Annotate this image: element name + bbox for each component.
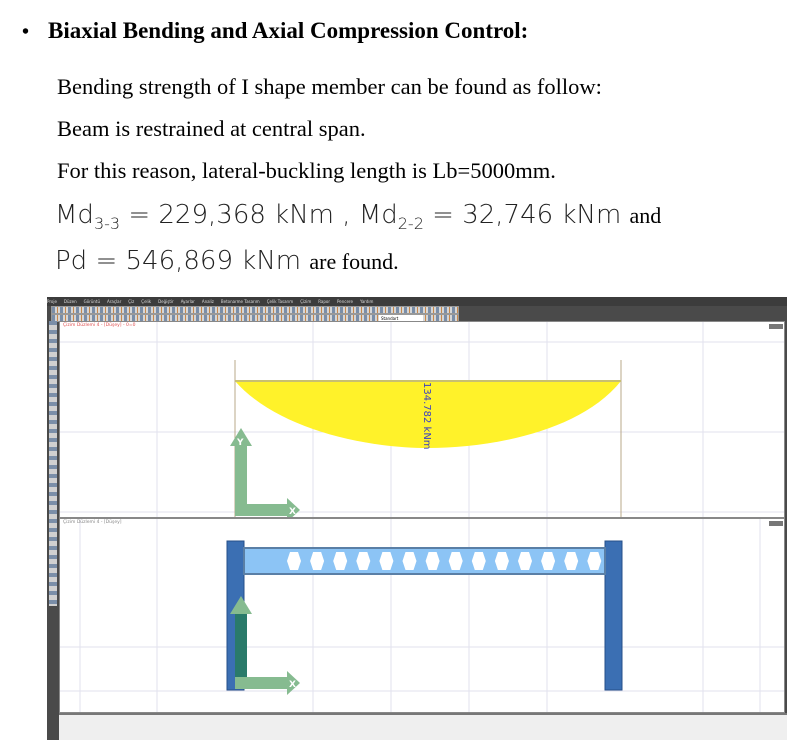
menu-item[interactable]: Rapor <box>318 299 330 304</box>
md33-value: = 229,368 kNm , <box>128 200 351 230</box>
menu-bar: Proje Düzen Görüntü Araçlar Çiz Çelik Değiştir… <box>47 297 787 306</box>
paragraph-restrained: Beam is restrained at central span. <box>57 116 366 141</box>
menu-item[interactable]: Düzen <box>63 299 77 304</box>
frame-view: X <box>60 519 784 712</box>
beam-opening <box>379 552 394 570</box>
style-combo[interactable]: Standart <box>379 315 423 322</box>
beam-opening <box>333 552 348 570</box>
moment-fill <box>235 381 621 448</box>
software-screenshot: Proje Düzen Görüntü Araçlar Çiz Çelik Değiştir… <box>47 297 787 740</box>
found-text: are found. <box>309 249 399 274</box>
left-toolbar <box>49 321 57 606</box>
menu-item[interactable]: Değiştir <box>158 299 174 304</box>
axis-x-label: X <box>289 680 296 690</box>
beam-opening <box>402 552 417 570</box>
top-viewport[interactable]: 134.782 kNm Y X Çizim Düzlemi 4 - [Düşey… <box>59 321 785 518</box>
math-moments: Md3-3 = 229,368 kNm , Md2-2 = 32,746 kNm… <box>55 200 661 233</box>
menu-item[interactable]: Araçlar <box>107 299 122 304</box>
beam-opening <box>471 552 486 570</box>
beam-opening <box>425 552 440 570</box>
math-axial: Pd = 546,869 kNm are found. <box>55 246 399 276</box>
view-window-buttons[interactable] <box>769 324 783 329</box>
menu-item[interactable]: Pencere <box>337 299 353 304</box>
menu-item[interactable]: Yardım <box>359 299 374 304</box>
md22-label: Md <box>358 200 398 230</box>
and-text: and <box>629 203 662 228</box>
moment-diagram: 134.782 kNm Y X <box>60 322 784 517</box>
menu-item[interactable]: Analiz <box>201 299 214 304</box>
moment-label: 134.782 kNm <box>421 382 432 450</box>
heading-text: Biaxial Bending and Axial Compression Co… <box>48 18 529 43</box>
right-column <box>604 540 623 691</box>
axis-icon: Y X <box>230 428 300 517</box>
axis-y-label: Y <box>236 438 244 448</box>
menu-item[interactable]: Çelik <box>141 299 152 304</box>
md22-value: = 32,746 kNm <box>432 200 622 230</box>
top-view-label: Çizim Düzlemi 4 - [Düşey] - 0=0 <box>63 323 136 328</box>
bottom-view-label: Çizim Düzlemi 4 - [Düşey] <box>63 520 122 525</box>
md33-label: Md <box>55 200 94 230</box>
paragraph-buckling-length: For this reason, lateral-buckling length… <box>57 158 556 183</box>
axis-x-label: X <box>289 507 296 517</box>
beam-opening <box>494 552 509 570</box>
pd-value: Pd = 546,869 kNm <box>55 246 302 276</box>
menu-item[interactable]: Çizim <box>300 299 312 304</box>
bullet: • <box>22 21 30 43</box>
section-heading: • Biaxial Bending and Axial Compression C… <box>22 18 528 44</box>
view-window-buttons[interactable] <box>769 521 783 526</box>
md22-sub: 2-2 <box>397 214 424 234</box>
menu-item[interactable]: Betonarme Tasarım <box>220 299 260 304</box>
beam-opening <box>587 552 602 570</box>
toolbar-1 <box>51 306 459 314</box>
beam-opening <box>448 552 463 570</box>
menu-item[interactable]: Çelik Tasarım <box>266 299 294 304</box>
menu-item[interactable]: Proje <box>47 299 57 304</box>
beam-opening <box>287 552 301 570</box>
command-window[interactable] <box>59 713 787 740</box>
menu-item[interactable]: Görüntü <box>83 299 101 304</box>
paragraph-bending-strength: Bending strength of I shape member can b… <box>57 74 602 99</box>
beam-opening <box>564 552 579 570</box>
menu-item[interactable]: Ayarlar <box>180 299 195 304</box>
beam-opening <box>356 552 371 570</box>
beam-opening <box>310 552 325 570</box>
axis-icon: X <box>230 596 300 695</box>
beam-opening <box>541 552 556 570</box>
md33-sub: 3-3 <box>93 214 121 234</box>
menu-item[interactable]: Çiz <box>128 299 135 304</box>
beam-openings <box>287 552 602 570</box>
beam-opening <box>518 552 532 570</box>
bottom-viewport[interactable]: X Çizim Düzlemi 4 - [Düşey] <box>59 518 785 713</box>
